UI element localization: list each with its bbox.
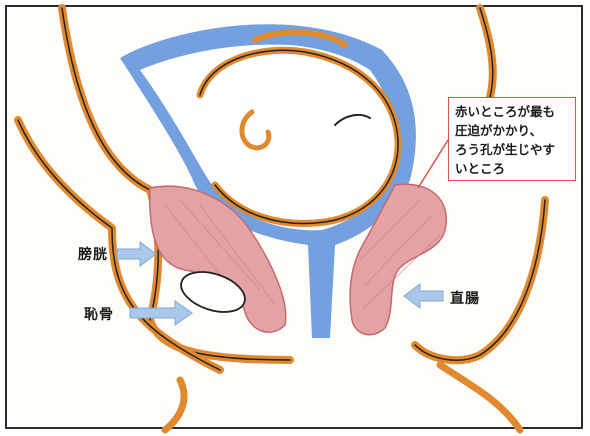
pubic-bone-arrow [130,301,192,325]
callout-line-4: いところ [455,159,569,178]
bladder-label: 膀胱 [78,244,108,264]
rectum-label: 直腸 [450,288,480,308]
callout-line-2: 圧迫がかかり、 [455,121,569,140]
callout-line-1: 赤いところが最も [455,102,569,121]
pressure-callout: 赤いところが最も 圧迫がかかり、 ろう孔が生じやす いところ [448,97,576,181]
callout-line-3: ろう孔が生じやす [455,140,569,159]
callout-pointer [418,140,448,188]
bladder-arrow [117,242,156,266]
pubic-bone-label: 恥骨 [84,304,114,324]
rectum-arrow [404,284,443,308]
